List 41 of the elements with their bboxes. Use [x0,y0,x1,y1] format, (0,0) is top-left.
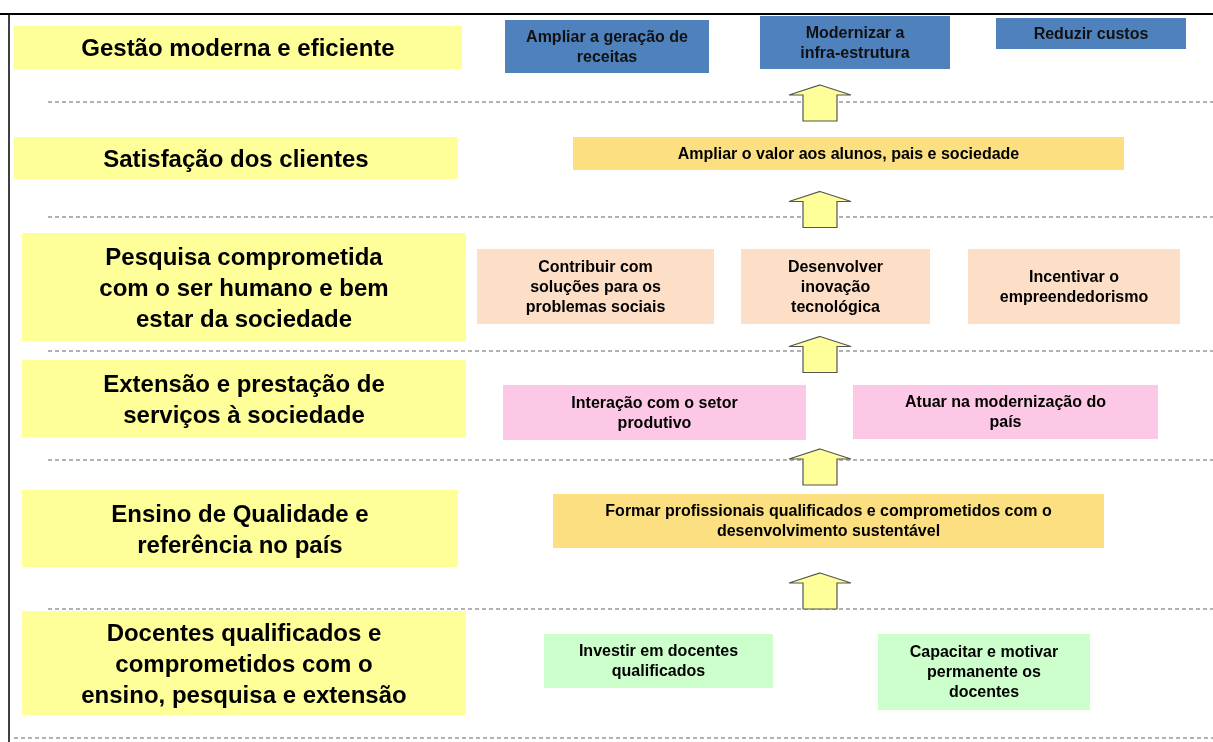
goal-box [505,20,709,73]
goal-box [996,18,1186,49]
box-text: Reduzir custos [1033,23,1149,44]
goal-box [553,494,1104,548]
box-text: Gestão moderna e eficiente [81,33,395,63]
layer-label [22,360,466,437]
layer-label [14,26,462,69]
box-text: Docentes qualificados e comprometidos com o ensino, pesquisa e extensão [80,617,408,710]
box-text: Incentivar o empreendedorismo [998,266,1150,307]
goal-box [853,385,1158,439]
box-text: Contribuir com soluções para os problemas sociais [524,256,667,317]
layer-label [22,611,466,715]
goal-box [878,634,1090,710]
box-text: Desenvolver inovação tecnológica [786,256,885,317]
goal-box [503,385,806,440]
goal-box [544,634,773,688]
box-text: Extensão e prestação de serviços à sociedade [102,368,386,430]
block-arrow [788,190,852,229]
box-text: Satisfação dos clientes [103,143,369,174]
goal-box [968,249,1180,324]
box-text: Ampliar a geração de receitas [525,26,689,67]
box-text: Formar profissionais qualificados e comprometidos com o desenvolvimento sustentável [604,501,1053,541]
block-arrow [788,84,852,122]
box-text: Ampliar o valor aos alunos, pais e sociedade [677,143,1020,164]
box-text: Atuar na modernização do país [904,392,1107,432]
goal-box [760,16,950,69]
goal-box [573,137,1124,170]
block-arrow [788,448,852,486]
block-arrow [788,335,852,374]
block-arrow [788,572,852,610]
layer-label [22,233,466,341]
goal-box [477,249,714,324]
box-text: Ensino de Qualidade e referência no país [110,498,370,560]
box-text: Capacitar e motivar permanente os docentes [908,642,1060,702]
goal-box [741,249,930,324]
layer-label [14,137,458,179]
layer-label [22,490,458,567]
box-text: Modernizar a infra-estrutura [799,22,911,63]
box-text: Interação com o setor produtivo [570,392,739,433]
box-text: Investir em docentes qualificados [577,641,740,681]
box-text: Pesquisa comprometida com o ser humano e bem estar da sociedade [98,241,390,334]
